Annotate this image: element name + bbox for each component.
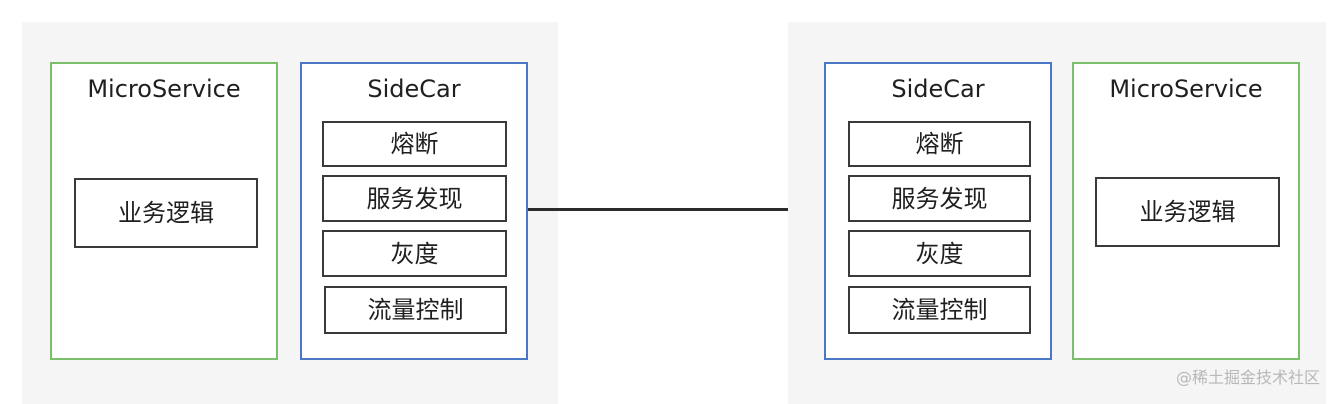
left-canary-box: 灰度 <box>322 230 507 277</box>
right-traffic-control-label: 流量控制 <box>891 296 988 324</box>
right-sidecar-box: SideCar 熔断 服务发现 灰度 流量控制 <box>824 62 1052 360</box>
right-canary-box: 灰度 <box>848 230 1031 277</box>
left-circuit-breaker-box: 熔断 <box>322 121 507 167</box>
left-sidecar-title: SideCar <box>367 75 461 103</box>
right-traffic-control-box: 流量控制 <box>848 286 1031 334</box>
right-microservice-title: MicroService <box>1109 75 1263 103</box>
right-canary-label: 灰度 <box>915 239 964 268</box>
left-business-logic-label: 业务逻辑 <box>118 199 214 227</box>
left-canary-label: 灰度 <box>390 239 439 268</box>
left-circuit-breaker-label: 熔断 <box>390 130 439 158</box>
right-circuit-breaker-box: 熔断 <box>848 121 1031 167</box>
right-business-logic-box: 业务逻辑 <box>1095 177 1280 247</box>
sidecar-connector-line <box>528 208 825 211</box>
left-service-discovery-box: 服务发现 <box>322 175 507 222</box>
right-microservice-box: MicroService 业务逻辑 <box>1072 62 1300 360</box>
left-business-logic-box: 业务逻辑 <box>74 178 258 248</box>
right-circuit-breaker-label: 熔断 <box>915 130 964 158</box>
left-traffic-control-label: 流量控制 <box>367 296 464 324</box>
watermark-text: @稀土掘金技术社区 <box>1175 368 1320 387</box>
left-microservice-title: MicroService <box>87 75 241 103</box>
right-service-discovery-label: 服务发现 <box>891 184 988 213</box>
left-sidecar-box: SideCar 熔断 服务发现 灰度 流量控制 <box>300 62 528 360</box>
left-traffic-control-box: 流量控制 <box>324 286 507 334</box>
right-service-discovery-box: 服务发现 <box>848 175 1031 222</box>
left-service-discovery-label: 服务发现 <box>366 184 463 213</box>
left-microservice-box: MicroService 业务逻辑 <box>50 62 278 360</box>
right-sidecar-title: SideCar <box>891 75 985 103</box>
right-business-logic-label: 业务逻辑 <box>1139 198 1236 226</box>
